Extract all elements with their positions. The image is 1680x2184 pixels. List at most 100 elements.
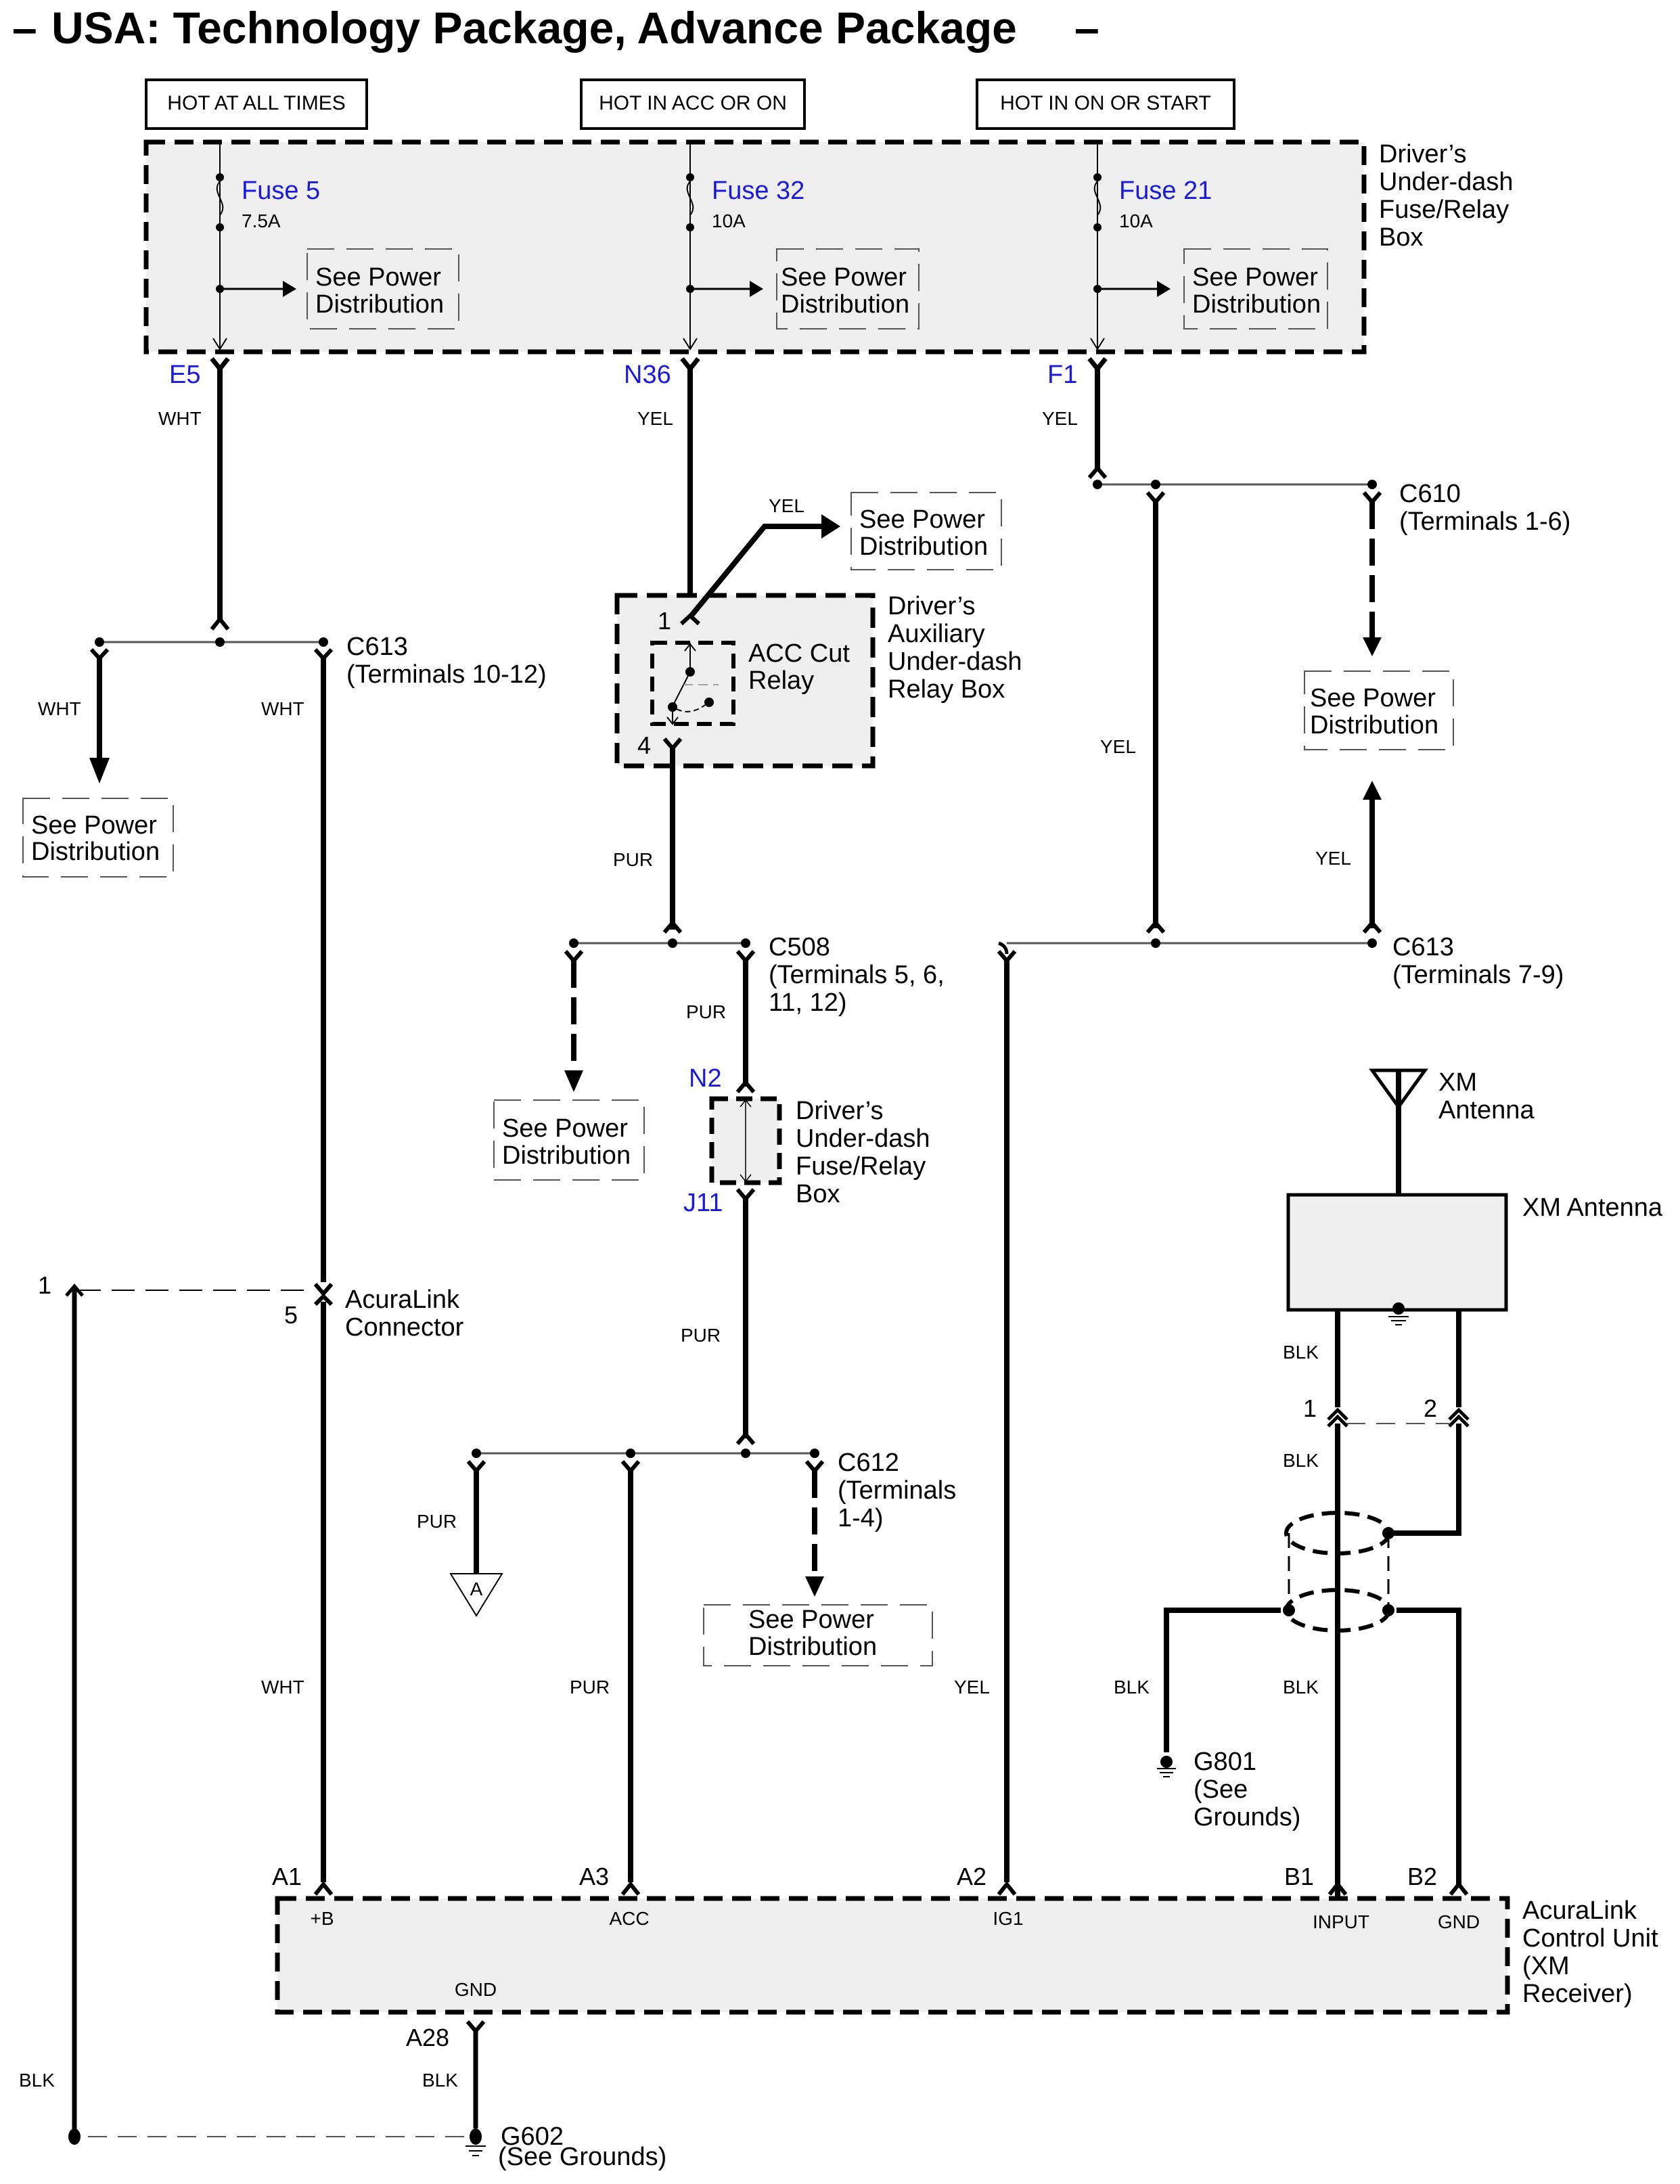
offpage-connector-a[interactable]: A <box>449 1573 503 1617</box>
svg-text:Distribution: Distribution <box>31 838 160 866</box>
svg-text:Under-dash: Under-dash <box>1379 168 1514 196</box>
control-unit-pin-a3: A3 ACC <box>579 1863 650 1929</box>
svg-text:1: 1 <box>38 1271 51 1299</box>
see-power-distribution-ref[interactable]: See Power Distribution <box>1183 248 1328 329</box>
wire-yel-relay-branch: YEL <box>687 495 840 619</box>
svg-text:A3: A3 <box>579 1863 609 1890</box>
control-unit-pin-b2: B2 GND <box>1407 1863 1480 1932</box>
svg-text:B1: B1 <box>1284 1863 1314 1890</box>
xm-antenna-module: XM Antenna <box>1286 1193 1663 1325</box>
svg-text:A2: A2 <box>957 1863 986 1890</box>
auxiliary-relay-box: Driver’s Auxiliary Under-dash Relay Box … <box>614 592 1022 769</box>
svg-text:AcuraLink: AcuraLink <box>345 1286 460 1314</box>
wire-yel-c610-c613: YEL <box>1100 502 1166 934</box>
wire-pur-c612-dashed-branch <box>805 1471 824 1597</box>
acuralink-connector: 1 5 AcuraLink Connector <box>38 1271 464 1342</box>
svg-text:(XM: (XM <box>1522 1952 1570 1980</box>
control-unit-pin-a2: A2 IG1 <box>957 1863 1024 1929</box>
svg-text:Relay: Relay <box>748 666 814 695</box>
svg-text:Fuse 21: Fuse 21 <box>1119 177 1212 205</box>
svg-text:2: 2 <box>1424 1394 1437 1422</box>
svg-text:(Terminals 7-9): (Terminals 7-9) <box>1392 961 1564 989</box>
svg-text:Distribution: Distribution <box>1192 290 1321 319</box>
wire-wht-branch: WHT <box>38 658 110 783</box>
svg-text:C613: C613 <box>346 633 408 661</box>
svg-text:GND: GND <box>455 1979 497 2000</box>
wire-yel-to-a2: YEL <box>954 959 1017 1896</box>
svg-text:HOT AT ALL TIMES: HOT AT ALL TIMES <box>167 92 345 114</box>
svg-text:Antenna: Antenna <box>1438 1096 1535 1124</box>
svg-text:ACC: ACC <box>609 1908 649 1929</box>
svg-text:(Terminals 10-12): (Terminals 10-12) <box>346 660 547 689</box>
terminal-f1: F1 <box>1047 361 1077 389</box>
svg-text:–: – <box>1074 3 1099 53</box>
fuse-21: Fuse 21 10A <box>1090 142 1212 350</box>
svg-text:Distribution: Distribution <box>859 532 988 561</box>
svg-text:YEL: YEL <box>1100 736 1136 757</box>
svg-text:PUR: PUR <box>681 1325 721 1346</box>
svg-text:BLK: BLK <box>1114 1677 1150 1698</box>
svg-text:(See Grounds): (See Grounds) <box>498 2143 666 2171</box>
svg-text:Distribution: Distribution <box>748 1633 877 1661</box>
svg-text:See Power: See Power <box>315 263 441 292</box>
svg-text:A: A <box>470 1578 483 1599</box>
wire-pur-to-offpage-a: PUR <box>417 1471 479 1574</box>
wire-pur-j11-c612: PUR <box>681 1196 756 1445</box>
connector-c610: C610 (Terminals 1-6) <box>1093 480 1570 536</box>
fuse-relay-box: Driver’s Under-dash Fuse/Relay Box <box>143 139 1514 355</box>
arrow-right-icon <box>283 281 296 297</box>
svg-text:Under-dash: Under-dash <box>796 1124 930 1153</box>
svg-text:See Power: See Power <box>859 505 985 534</box>
svg-text:Driver’s: Driver’s <box>1379 140 1467 168</box>
see-power-distribution-ref[interactable]: See Power Distribution <box>1304 670 1454 750</box>
svg-text:C612: C612 <box>838 1449 899 1477</box>
svg-text:XM: XM <box>1438 1068 1477 1097</box>
svg-text:4: 4 <box>637 731 651 759</box>
svg-text:Under-dash: Under-dash <box>888 647 1022 676</box>
svg-text:(Terminals 1-6): (Terminals 1-6) <box>1399 507 1570 536</box>
fuse-icon <box>1093 181 1102 216</box>
svg-text:YEL: YEL <box>954 1677 990 1698</box>
svg-text:Distribution: Distribution <box>502 1141 631 1170</box>
svg-text:See Power: See Power <box>748 1606 874 1634</box>
svg-text:Distribution: Distribution <box>315 290 444 319</box>
svg-text:Fuse/Relay: Fuse/Relay <box>1379 196 1509 224</box>
see-power-distribution-ref[interactable]: See Power Distribution <box>703 1604 933 1666</box>
fuse-icon <box>686 181 694 216</box>
ground-g602: G602 (See Grounds) <box>466 2122 666 2171</box>
wire-blk-antenna: BLK 1 2 BLK <box>1283 1310 1470 1898</box>
svg-text:G801: G801 <box>1194 1748 1256 1776</box>
svg-text:BLK: BLK <box>19 2070 55 2091</box>
wire-blk-left: BLK <box>19 1289 467 2145</box>
svg-text:N2: N2 <box>689 1064 722 1093</box>
power-source-hot-at-all-times: HOT AT ALL TIMES <box>145 78 368 130</box>
fuse-5: Fuse 5 7.5A <box>212 142 320 350</box>
wire-yel-n36: YEL <box>637 365 693 610</box>
svg-text:BLK: BLK <box>1283 1342 1319 1363</box>
svg-text:10A: 10A <box>1119 210 1153 231</box>
svg-text:Relay Box: Relay Box <box>888 675 1005 704</box>
wire-pur-dashed-branch <box>564 961 583 1092</box>
arrow-down-icon <box>1363 637 1382 656</box>
arrow-down-icon <box>805 1576 824 1597</box>
svg-text:INPUT: INPUT <box>1313 1911 1369 1932</box>
svg-text:YEL: YEL <box>1042 408 1078 429</box>
see-power-distribution-ref[interactable]: See Power Distribution <box>22 798 174 878</box>
svg-text:PUR: PUR <box>613 849 653 870</box>
see-power-distribution-ref[interactable]: See Power Distribution <box>307 248 459 329</box>
svg-text:IG1: IG1 <box>993 1908 1023 1929</box>
svg-text:10A: 10A <box>712 210 746 231</box>
power-source-hot-in-acc-or-on: HOT IN ACC OR ON <box>580 78 806 130</box>
svg-text:Distribution: Distribution <box>1310 711 1438 740</box>
wire-blk-shield-ground: BLK <box>1114 1608 1281 1777</box>
svg-text:Distribution: Distribution <box>781 290 909 319</box>
control-unit-pin-a28: GND A28 BLK <box>406 1979 497 2129</box>
arrow-up-icon <box>1363 781 1382 800</box>
control-unit-pin-b1: B1 INPUT <box>1284 1863 1369 1932</box>
svg-text:BLK: BLK <box>1283 1450 1319 1471</box>
svg-text:J11: J11 <box>683 1189 723 1217</box>
terminal-n36: N36 <box>624 361 671 389</box>
see-power-distribution-ref[interactable]: See Power Distribution <box>850 492 1002 570</box>
see-power-distribution-ref[interactable]: See Power Distribution <box>493 1099 645 1181</box>
see-power-distribution-ref[interactable]: See Power Distribution <box>776 248 920 329</box>
